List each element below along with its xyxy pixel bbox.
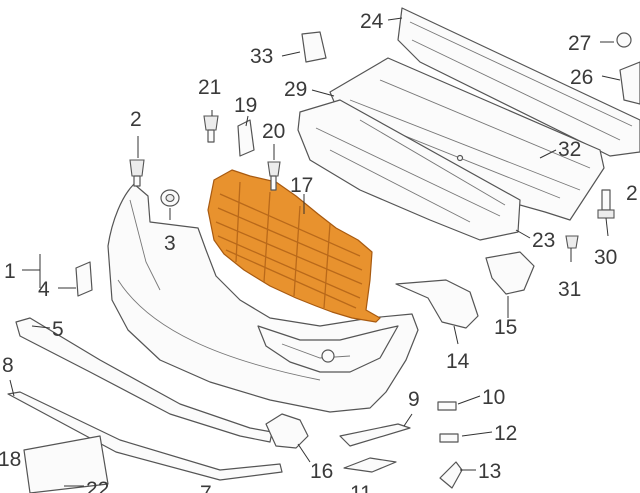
callout-31: 31 [558, 278, 581, 301]
callout-7: 7 [200, 482, 212, 493]
center-grille-highlighted [207, 169, 381, 323]
callout-16: 16 [310, 460, 333, 483]
callout-8: 8 [2, 354, 14, 377]
reinforcement-bar-part [397, 7, 640, 157]
trim-part-14 [395, 279, 479, 329]
leader-lines [9, 17, 621, 487]
callout-29: 29 [284, 78, 307, 101]
trim-strip-part-8 [7, 391, 283, 481]
callout-3: 3 [164, 232, 176, 255]
callout-19: 20 [262, 120, 285, 143]
clip-part-19 [267, 161, 281, 191]
plate-part-22 [23, 435, 109, 493]
callout-30: 30 [594, 246, 617, 269]
callout-9: 9 [408, 388, 420, 411]
fog-trim-part-16 [265, 413, 309, 449]
bolt-part-30 [597, 189, 615, 219]
bracket-part-13 [439, 461, 463, 489]
trim-part-9 [339, 423, 411, 447]
bracket-part-15 [485, 251, 535, 295]
bumper-carrier-part [297, 99, 521, 241]
callout-5: 5 [52, 318, 64, 341]
trim-part-11 [343, 457, 397, 473]
callout-27: 27 [568, 32, 591, 55]
callout-22: 18 [0, 448, 21, 471]
bracket-part-33 [301, 31, 327, 63]
callout-33: 33 [250, 45, 273, 68]
bracket-part-26 [619, 61, 640, 105]
callout-15: 15 [494, 316, 517, 339]
clip-part-3 [160, 189, 180, 207]
callout-21: 22 [86, 478, 109, 493]
callout-1: 1 [4, 260, 16, 283]
bumper-cover-part [107, 183, 419, 413]
callout-11: 11 [350, 482, 372, 493]
callout-20: 21 [198, 76, 221, 99]
clip-part-31 [565, 235, 579, 249]
callout-10: 10 [482, 386, 505, 409]
callout-12: 12 [494, 422, 517, 445]
screw-part-20 [203, 115, 219, 143]
callout-24: 24 [360, 10, 384, 33]
callout-18: 19 [234, 94, 257, 117]
screw-part-10 [437, 401, 457, 411]
callout-2-right: 2 [626, 182, 638, 205]
callout-4: 4 [38, 278, 50, 301]
callout-23: 23 [532, 229, 555, 252]
callout-26: 26 [570, 66, 593, 89]
callout-labels: 24 33 29 27 26 32 23 31 30 21 19 20 2 3 … [0, 10, 638, 493]
bracket-part-4 [75, 261, 93, 297]
bolt-part-2 [129, 159, 145, 187]
callout-13: 13 [478, 460, 501, 483]
screw-part-12 [439, 433, 459, 443]
bracket-part-18 [237, 119, 255, 157]
callout-17: 17 [290, 174, 313, 197]
bolt-part-27 [616, 32, 632, 48]
callout-2: 2 [130, 108, 142, 131]
spoiler-part-5 [15, 317, 273, 443]
callout-32: 32 [558, 138, 581, 161]
callout-14: 14 [446, 350, 470, 373]
